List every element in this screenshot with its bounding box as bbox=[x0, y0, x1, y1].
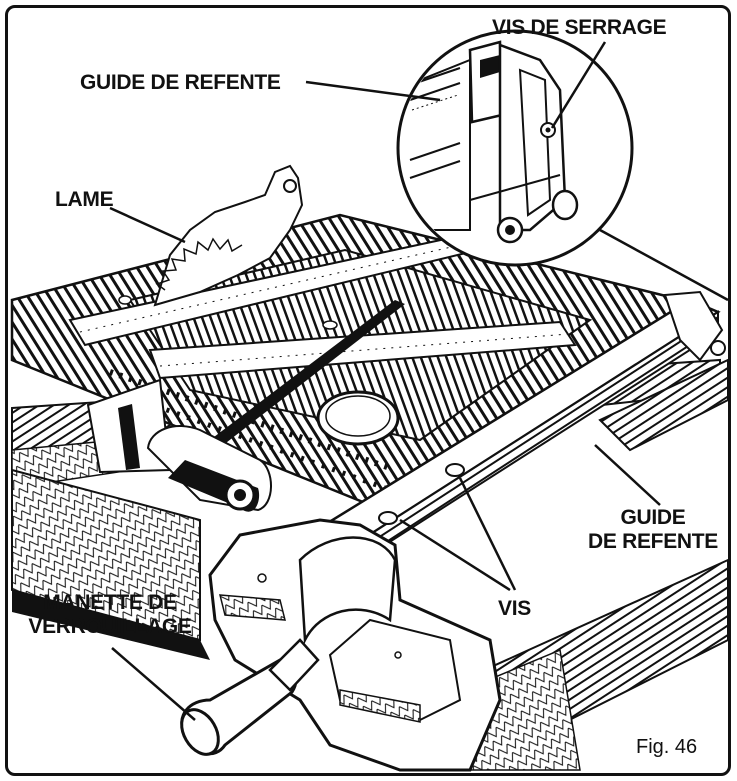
detail-inset bbox=[396, 29, 729, 302]
label-vis: VIS bbox=[498, 597, 531, 620]
locking-handle bbox=[180, 638, 320, 756]
label-manette-line1: MANETTE DE bbox=[43, 591, 177, 614]
label-manette-de-verrouillage: MANETTE DE VERROUILLAGE bbox=[10, 591, 210, 639]
rip-fence bbox=[297, 290, 726, 582]
figure-number: Fig. 46 bbox=[636, 736, 698, 758]
leader-vis-right bbox=[458, 477, 517, 591]
leader-lame bbox=[109, 206, 186, 244]
label-manette-line2: VERROUILLAGE bbox=[28, 615, 192, 638]
label-lame: LAME bbox=[55, 188, 114, 211]
leader-lines bbox=[109, 41, 661, 721]
leader-guide-de-refente-right bbox=[594, 444, 661, 506]
fence-clamp bbox=[208, 518, 502, 772]
lock-lever bbox=[146, 425, 272, 512]
label-guide-line2: DE REFENTE bbox=[587, 530, 718, 553]
leader-manette bbox=[111, 647, 196, 721]
figure-frame bbox=[5, 5, 731, 776]
label-vis-de-serrage: VIS DE SERRAGE bbox=[492, 16, 667, 39]
leader-vis-left bbox=[399, 518, 511, 592]
label-guide-de-refente-top: GUIDE DE REFENTE bbox=[80, 71, 281, 94]
table-top bbox=[10, 213, 693, 517]
label-guide-line1: GUIDE bbox=[620, 506, 686, 529]
label-guide-de-refente-right: GUIDE DE REFENTE bbox=[578, 506, 728, 554]
leader-guide-de-refente-top bbox=[305, 80, 441, 102]
saw-blade bbox=[153, 164, 304, 307]
leader-vis-de-serrage bbox=[550, 41, 607, 129]
